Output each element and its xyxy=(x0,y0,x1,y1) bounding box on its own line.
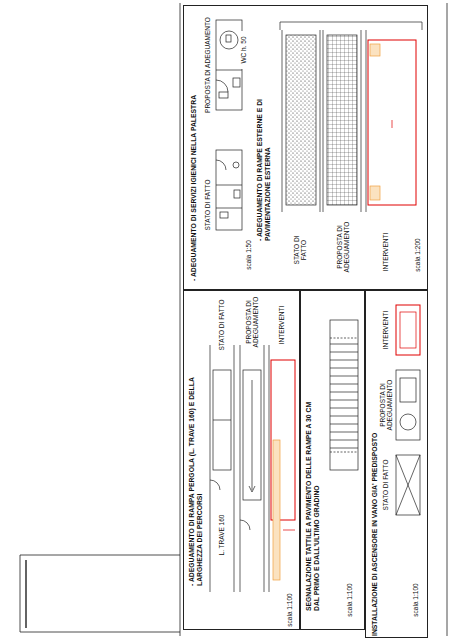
panel-heading: - ADEGUAMENTO DI RAMPA PERGOLA (L. TRAVE… xyxy=(188,336,204,586)
view-label: PROPOSTA DI ADEGUAMENTO xyxy=(336,220,351,275)
title-block-bar xyxy=(25,560,26,628)
scale-note: scala 1:100 xyxy=(412,578,419,623)
view-label: STATO DI FATTO xyxy=(204,175,211,235)
toilet-plan-proposed xyxy=(216,20,242,110)
ramp-plans xyxy=(280,22,422,212)
scale-note: scala 1:100 xyxy=(346,578,353,623)
view-label: INTERVENTI xyxy=(382,230,389,275)
panel-heading: SEGNALAZIONE TATTILE A PAVIMENTO DELLE R… xyxy=(305,391,321,611)
scale-note: scala 1:50 xyxy=(245,233,252,278)
title-block xyxy=(20,555,180,632)
panel-heading: INSTALLAZIONE DI ASCENSORE IN VANO GIA' … xyxy=(371,376,379,636)
view-label: STATO DI FATTO xyxy=(382,455,389,515)
view-label: PROPOSTA DI ADEGUAMENTO xyxy=(245,292,260,352)
view-label: INTERVENTI xyxy=(382,305,389,355)
view-label: PROPOSTA DI ADEGUAMENTO xyxy=(379,378,394,433)
view-label: L. TRAVE 160 xyxy=(218,507,225,564)
toilet-plan-existing xyxy=(216,150,242,230)
scale-note: scala 1:200 xyxy=(414,233,421,278)
frame-line xyxy=(180,3,181,636)
lift-plans xyxy=(396,305,420,515)
view-label: INTERVENTI xyxy=(278,298,285,353)
pergola-ramp-plans xyxy=(210,345,295,592)
view-label: STATO DI FATTO xyxy=(218,298,225,353)
view-label: PROPOSTA DI ADEGUAMENTO xyxy=(204,15,211,115)
scale-note: scala 1:100 xyxy=(286,588,293,633)
view-label: WC h. 50 xyxy=(240,31,247,69)
panel-heading: - ADEGUAMENTO DI RAMPE ESTERNE E DI PAVI… xyxy=(256,51,272,241)
panel-heading: - ADEGUAMENTO DI SERVIZI IGIENICI NELLA … xyxy=(190,31,198,281)
stair-plan xyxy=(330,320,358,470)
drawing-panel: SEGNALAZIONE TATTILE A PAVIMENTO DELLE R… xyxy=(300,290,365,630)
frame-line xyxy=(447,3,448,636)
view-label: STATO DI FATTO xyxy=(293,225,308,275)
